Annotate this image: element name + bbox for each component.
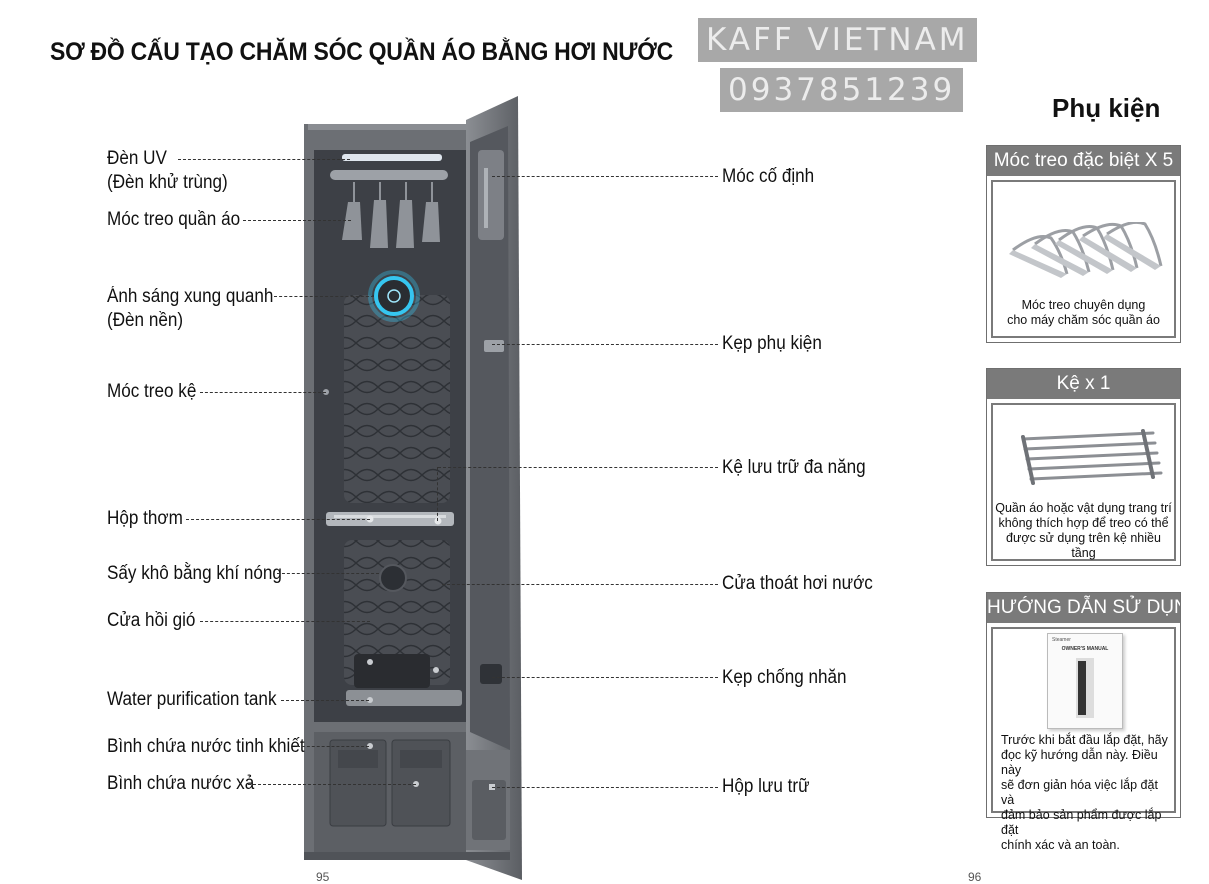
page-number-right: 96	[968, 870, 982, 884]
accessories-title: Phụ kiện	[1052, 93, 1161, 123]
label-multi-shelf: Kệ lưu trữ đa năng	[722, 457, 866, 478]
manual-icon: Steamer OWNER'S MANUAL	[1047, 633, 1123, 729]
label-fixed-hook: Móc cố định	[722, 166, 815, 187]
label-shelf-hook: Móc treo kệ	[107, 381, 197, 402]
page-number-left: 95	[316, 870, 330, 884]
label-waste-water-tank: Bình chứa nước xả	[107, 773, 255, 794]
label-fragrance-box: Hộp thơm	[107, 508, 183, 529]
leader-anti-wrinkle-clip	[492, 677, 718, 678]
label-ambient-light: Ánh sáng xung quanh (Đèn nền)	[107, 286, 274, 331]
label-anti-wrinkle-clip: Kẹp chống nhăn	[722, 667, 847, 688]
page-title: SƠ ĐỒ CẤU TẠO CHĂM SÓC QUẦN ÁO BẰNG HƠI …	[50, 38, 673, 66]
leader-water-purification-tank	[281, 700, 369, 701]
accessory-panel-hangers: Móc treo đặc biệt X 5 Móc treo chuyên dụ…	[986, 145, 1181, 343]
hanger-rail	[330, 170, 448, 180]
leader-fragrance-box	[186, 519, 370, 520]
leader-ambient-light	[274, 296, 374, 297]
panel-header: HƯỚNG DẪN SỬ DỤNG	[987, 593, 1180, 623]
label-uv-light: Đèn UV (Đèn khử trùng)	[107, 148, 228, 193]
clothes-hangers	[342, 200, 440, 248]
leader-fixed-hook	[492, 176, 718, 177]
shelf-icon	[1021, 429, 1163, 485]
leader-storage-box	[492, 787, 718, 788]
leader-clothes-hanger	[243, 220, 351, 221]
leader-multi-shelf-drop	[437, 467, 438, 521]
ambient-ring-light	[374, 276, 414, 316]
leader-hot-air-dryer	[277, 573, 379, 574]
steamer-cabinet-illustration	[304, 96, 522, 880]
leader-multi-shelf	[438, 467, 718, 468]
leader-steam-outlet	[442, 584, 718, 585]
leader-shelf-hook	[200, 392, 326, 393]
watermark-phone: 0937851239	[720, 68, 964, 112]
leader-air-return	[200, 621, 370, 622]
leader-accessory-clip	[492, 344, 718, 345]
water-tank-tray	[354, 654, 430, 688]
label-accessory-clip: Kẹp phụ kiện	[722, 333, 822, 354]
hanger-icon	[1009, 222, 1163, 278]
label-hot-air-dryer: Sấy khô bằng khí nóng	[107, 563, 282, 584]
accessory-panel-manual: HƯỚNG DẪN SỬ DỤNG Steamer OWNER'S MANUAL…	[986, 592, 1181, 852]
panel-header: Kệ x 1	[987, 369, 1180, 399]
leader-uv-light	[178, 159, 350, 160]
label-pure-water-tank: Bình chứa nước tinh khiết	[107, 736, 305, 757]
label-storage-box: Hộp lưu trữ	[722, 776, 810, 797]
label-clothes-hanger: Móc treo quần áo	[107, 209, 241, 230]
leader-pure-water-tank	[297, 746, 369, 747]
leader-waste-water-tank	[248, 784, 416, 785]
hot-air-dryer	[379, 564, 407, 592]
label-air-return: Cửa hồi gió	[107, 610, 196, 631]
label-water-purification-tank: Water purification tank	[107, 689, 277, 710]
uv-light-bar	[342, 154, 442, 161]
watermark-brand: KAFF VIETNAM	[698, 18, 977, 62]
label-steam-outlet: Cửa thoát hơi nước	[722, 573, 873, 594]
panel-header: Móc treo đặc biệt X 5	[987, 146, 1180, 176]
